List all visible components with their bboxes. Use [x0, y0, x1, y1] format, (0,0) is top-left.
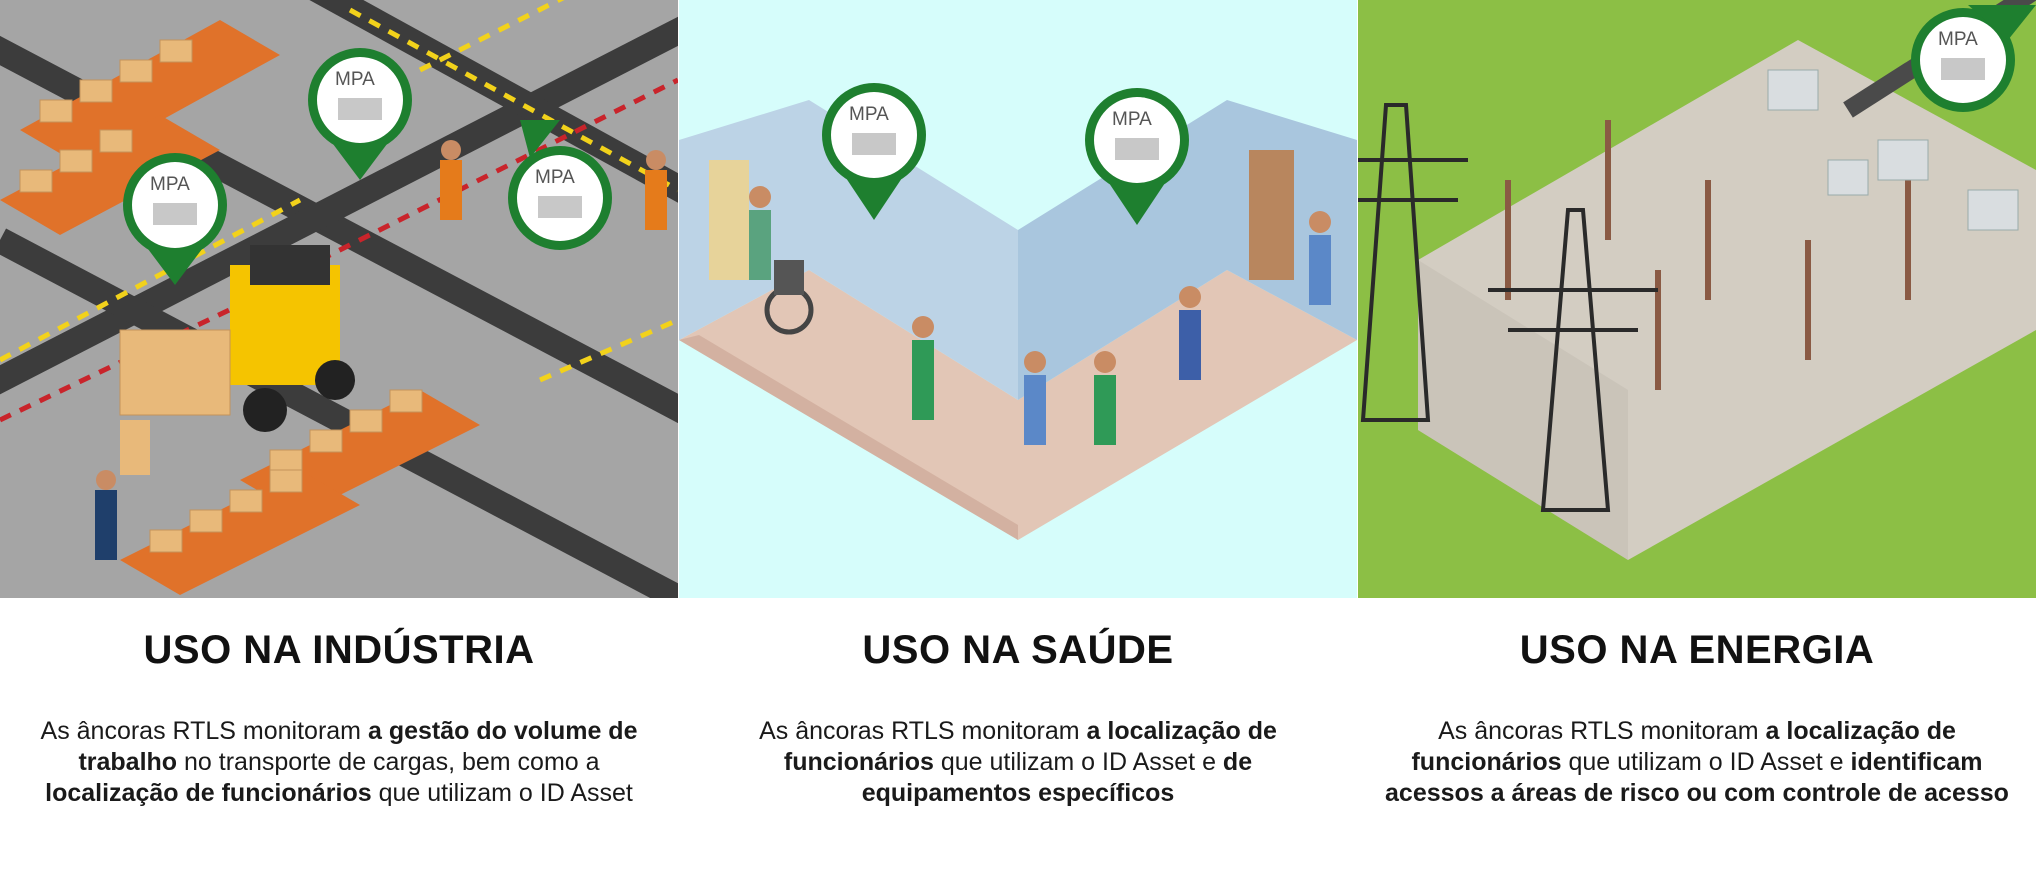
forklift-icon: [119, 245, 355, 432]
industry-illustration: MPA MPA MPA: [0, 0, 678, 598]
worker-icon: [95, 140, 667, 560]
rtls-anchor-pin-icon: MPA: [508, 120, 612, 250]
rtls-anchor-pin-icon: MPA: [1911, 5, 2036, 112]
rtls-anchor-pin-icon: MPA: [822, 83, 926, 220]
rtls-anchor-pin-icon: MPA: [308, 48, 412, 180]
panel-title: USO NA ENERGIA: [1519, 628, 1875, 672]
wheelchair-icon: [749, 186, 814, 335]
transmission-tower-icon: [1358, 103, 1658, 512]
pin-logo-text: MPA: [849, 104, 889, 125]
nurse-icon: [912, 316, 1116, 445]
panel-description: As âncoras RTLS monitoram a localização …: [759, 717, 1277, 807]
rtls-anchor-pin-icon: MPA: [1085, 88, 1189, 225]
panel-energy: MPA USO NA ENERGIA As âncoras RTLS monit…: [1358, 0, 2036, 879]
panel-title: USO NA SAÚDE: [862, 628, 1174, 672]
panel-title: USO NA INDÚSTRIA: [143, 628, 535, 672]
pin-logo-text: MPA: [535, 167, 575, 188]
panel-industry: MPA MPA MPA USO NA INDÚSTRIA As âncora: [0, 0, 678, 879]
pin-logo-text: MPA: [335, 69, 375, 90]
transformer-icon: [1767, 69, 2019, 231]
health-illustration: MPA MPA: [679, 0, 1357, 598]
pin-logo-text: MPA: [150, 174, 190, 195]
warehouse-shelves-icon: [0, 20, 480, 595]
panel-health: MPA MPA USO NA SAÚDE As âncoras RTLS mon…: [679, 0, 1357, 879]
pin-logo-text: MPA: [1938, 29, 1978, 50]
rtls-anchor-pin-icon: MPA: [123, 153, 227, 285]
substation-icon: [1505, 120, 1911, 390]
energy-illustration: MPA: [1358, 0, 2036, 598]
panel-description: As âncoras RTLS monitoram a gestão do vo…: [40, 717, 638, 807]
patient-icon: [1024, 211, 1331, 445]
pin-logo-text: MPA: [1112, 109, 1152, 130]
panel-description: As âncoras RTLS monitoram a localização …: [1385, 717, 2009, 807]
